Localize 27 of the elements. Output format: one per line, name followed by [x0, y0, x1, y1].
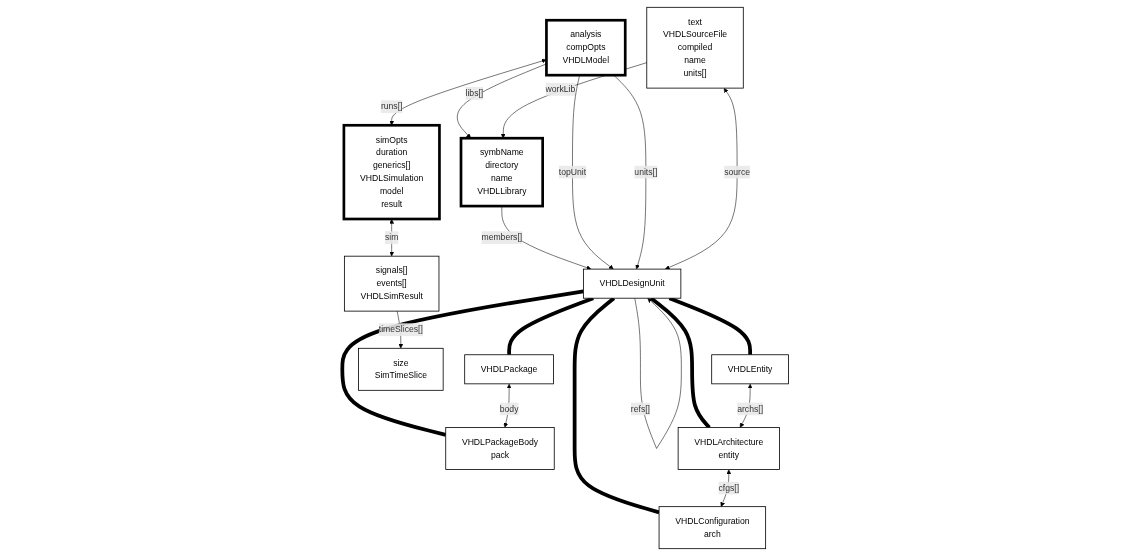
edge-label: cfgs[] [718, 483, 739, 493]
edge-label: timeSlices[] [378, 324, 423, 335]
edge-label: body [499, 404, 519, 414]
edge-label: topUnit [558, 167, 586, 177]
edge-label: runs[] [380, 101, 403, 111]
connector [340, 289, 584, 437]
edge-label: source [723, 167, 750, 177]
edge-label: units[] [633, 167, 657, 177]
node-box [582, 268, 681, 299]
node-box [444, 427, 555, 470]
node-box [459, 136, 544, 208]
edge-label: refs[] [630, 404, 650, 414]
node-box [645, 6, 744, 89]
node-box [710, 354, 789, 385]
edge-label: workLib [545, 84, 575, 94]
node-box [342, 123, 441, 221]
node-box [463, 354, 554, 385]
class-diagram: libs[] runs[] members[] topUnit units[] workLib source refs[] sim timeSlices[] body archs[] cfgs[] symbName directory name VHDLLibrary analysis compOpts VHDLModel simOpts duration generics[] VHDLSimulation model result text VHDLSourceFile compiled name units[] VHDLDesignUnit signals[] events[] VHDLSimResult VHDLPackage VHDLPackageBody pack size SimTimeSlice VHDLEntity VHDLArchitecture entity VHDLConfiguration arch [337, 3, 793, 553]
edge-label: libs[] [465, 88, 483, 98]
edge-label: members[] [481, 232, 522, 242]
node-box [357, 347, 444, 391]
node-box [658, 506, 766, 550]
node-box [544, 18, 627, 77]
node-box [343, 255, 439, 312]
edge-label: archs[] [736, 404, 763, 414]
node-box [677, 427, 780, 470]
edge-label: sim [384, 232, 398, 242]
